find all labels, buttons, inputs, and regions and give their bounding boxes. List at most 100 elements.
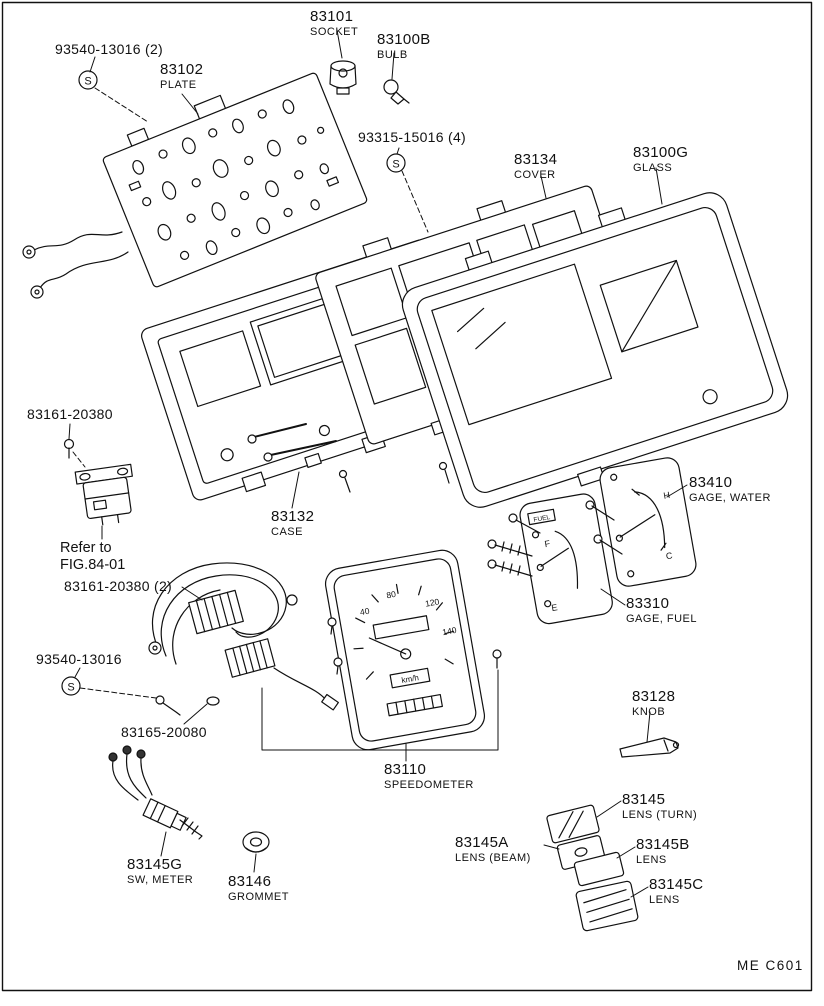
part-number: 83146 bbox=[228, 873, 272, 890]
label-lens-beam: 83145A LENS (BEAM) bbox=[455, 835, 531, 864]
part-name: LENS (TURN) bbox=[622, 808, 698, 821]
label-case: 83132 CASE bbox=[271, 509, 314, 538]
fuel-gauge-tag: FUEL bbox=[533, 514, 551, 524]
dial-unit: km/h bbox=[401, 673, 420, 685]
label-gage-fuel: 83310 GAGE, FUEL bbox=[626, 596, 697, 625]
part-number: 83310 bbox=[626, 595, 670, 612]
leader-lines bbox=[68, 29, 688, 898]
refer-note-line1: Refer to bbox=[60, 540, 112, 556]
label-lens-turn: 83145 LENS (TURN) bbox=[622, 792, 697, 821]
page-border bbox=[1, 1, 813, 992]
part-name: SPEEDOMETER bbox=[384, 778, 474, 791]
part-name: BULB bbox=[377, 48, 408, 61]
part-number: 83145G bbox=[127, 856, 183, 873]
bracket-screw-drawing bbox=[63, 438, 75, 459]
label-knob: 83128 KNOB bbox=[632, 689, 675, 718]
part-number: 83128 bbox=[632, 688, 676, 705]
screw-symbol-lower: S bbox=[61, 676, 81, 696]
part-number: 83102 bbox=[160, 61, 204, 78]
label-speedometer: 83110 SPEEDOMETER bbox=[384, 762, 474, 791]
label-bulb: 83100B BULB bbox=[377, 32, 431, 61]
cable-coil-drawing bbox=[148, 562, 339, 716]
misc-screws-drawing bbox=[338, 461, 502, 669]
figure-code: ME C601 bbox=[737, 958, 804, 973]
part-name: SW, METER bbox=[127, 873, 194, 886]
screw-symbol-letter: S bbox=[392, 159, 399, 171]
water-gauge-bottom-letter: C bbox=[665, 550, 674, 561]
dial-number-120: 120 bbox=[424, 596, 440, 608]
refer-note: Refer to FIG.84-01 bbox=[60, 540, 125, 573]
label-sensor-upper: 83161-20380 bbox=[27, 407, 113, 422]
label-socket: 83101 SOCKET bbox=[310, 9, 358, 38]
label-lens-c: 83145C LENS bbox=[649, 877, 703, 906]
knob-drawing bbox=[619, 737, 680, 758]
part-name: LENS bbox=[649, 893, 680, 906]
part-name: GAGE, FUEL bbox=[626, 612, 698, 625]
screw-symbol-cover: S bbox=[386, 153, 406, 173]
label-fitting: 83165-20080 bbox=[121, 725, 207, 740]
screw-symbol-letter: S bbox=[84, 76, 91, 88]
plate-drawing bbox=[102, 72, 368, 288]
lens-turn-drawing bbox=[546, 804, 600, 844]
label-cover: 83134 COVER bbox=[514, 152, 557, 181]
part-name: LENS bbox=[636, 853, 667, 866]
speedometer-screws-drawing bbox=[327, 617, 343, 675]
label-sensor-pair: 83161-20380 (2) bbox=[64, 579, 172, 594]
label-gage-water: 83410 GAGE, WATER bbox=[689, 475, 771, 504]
glass-drawing bbox=[401, 192, 789, 508]
part-number: 83100G bbox=[633, 144, 689, 161]
water-gauge-drawing: H C bbox=[599, 457, 697, 587]
part-name: GROMMET bbox=[228, 890, 289, 903]
part-number: 83110 bbox=[384, 761, 427, 778]
bulb-drawing bbox=[383, 79, 410, 105]
dial-number-140: 140 bbox=[442, 625, 458, 637]
part-number: 83165-20080 bbox=[121, 724, 207, 740]
grommet-drawing bbox=[242, 831, 270, 853]
part-name: GLASS bbox=[633, 161, 673, 174]
part-name: GAGE, WATER bbox=[689, 491, 771, 504]
socket-drawing bbox=[329, 60, 357, 95]
part-number: 83145A bbox=[455, 834, 509, 851]
fuel-gauge-drawing: FUEL F E bbox=[519, 493, 613, 625]
part-number: 83101 bbox=[310, 8, 354, 25]
screw-symbol-plate: S bbox=[78, 70, 98, 90]
water-gauge-top-letter: H bbox=[663, 490, 671, 501]
part-number: 83161-20380 (2) bbox=[64, 578, 173, 594]
part-name: SOCKET bbox=[310, 25, 359, 38]
needle-drawing bbox=[247, 423, 337, 462]
harness-drawing bbox=[22, 231, 129, 299]
meter-switch-drawing bbox=[108, 745, 203, 840]
part-number: 83145 bbox=[622, 791, 666, 808]
label-grommet: 83146 GROMMET bbox=[228, 874, 289, 903]
label-glass: 83100G GLASS bbox=[633, 145, 688, 174]
label-sw-meter: 83145G SW, METER bbox=[127, 857, 193, 886]
refer-note-line2: FIG.84-01 bbox=[60, 556, 126, 573]
label-lens-b: 83145B LENS bbox=[636, 837, 690, 866]
fuel-gauge-bottom-letter: E bbox=[551, 602, 559, 613]
part-number: 83145B bbox=[636, 836, 690, 853]
leader-lines-dashed bbox=[72, 87, 429, 699]
part-name: CASE bbox=[271, 525, 303, 538]
part-number: 83134 bbox=[514, 151, 558, 168]
part-name: COVER bbox=[514, 168, 556, 181]
lens-b-drawing bbox=[573, 851, 625, 887]
part-number: 83410 bbox=[689, 474, 733, 491]
label-screw-plate: 93540-13016 (2) bbox=[55, 42, 163, 57]
part-number: 93540-13016 bbox=[36, 651, 122, 667]
part-name: KNOB bbox=[632, 705, 666, 718]
part-number: 83132 bbox=[271, 508, 315, 525]
fuel-gauge-top-letter: F bbox=[544, 538, 552, 549]
label-screw-lower: 93540-13016 bbox=[36, 652, 122, 667]
label-screw-cover: 93315-15016 (4) bbox=[358, 130, 466, 145]
part-name: PLATE bbox=[160, 78, 197, 91]
speedometer-drawing: 40 80 120 140 km/h bbox=[324, 549, 486, 751]
lens-c-drawing bbox=[575, 880, 639, 932]
gauge-screws-drawing bbox=[487, 500, 623, 577]
screw-symbol-letter: S bbox=[67, 682, 74, 694]
dial-number-40: 40 bbox=[359, 606, 370, 618]
label-plate: 83102 PLATE bbox=[160, 62, 203, 91]
bracket-drawing bbox=[74, 463, 133, 526]
part-number: 83161-20380 bbox=[27, 406, 113, 422]
